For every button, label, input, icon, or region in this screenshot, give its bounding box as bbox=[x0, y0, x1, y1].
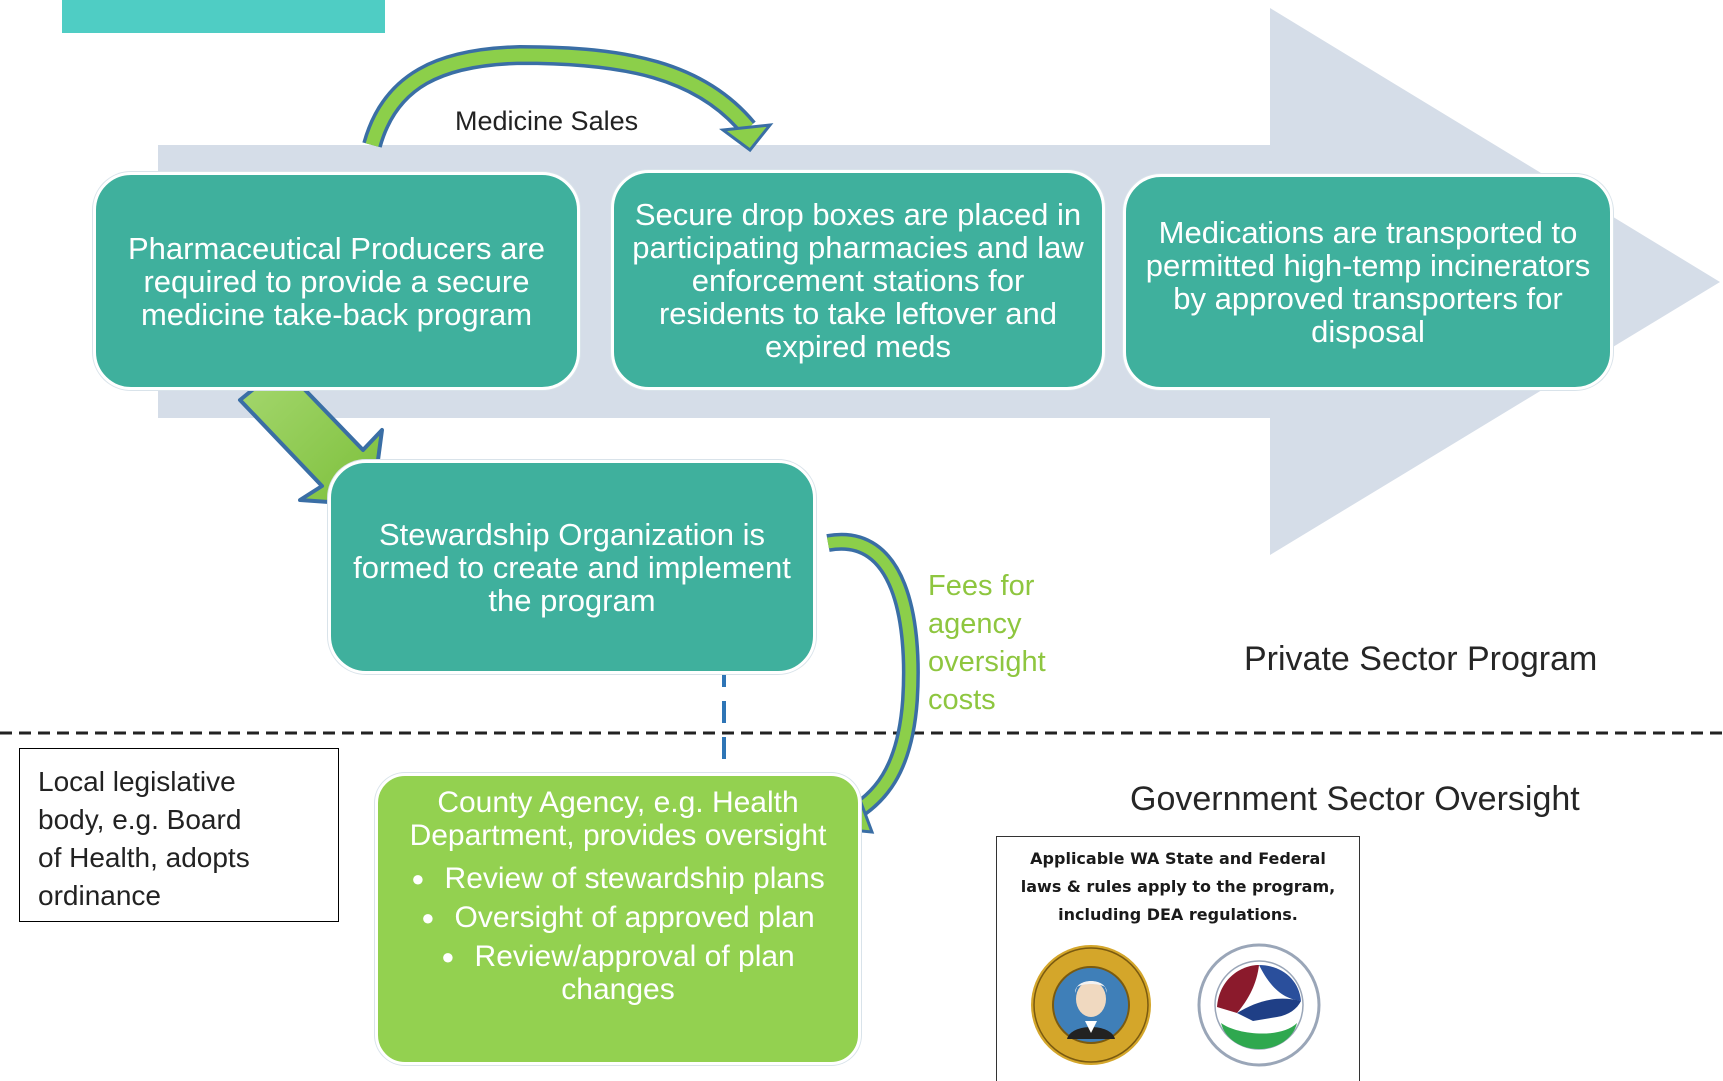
fees-label: Fees for agency oversight costs bbox=[928, 567, 1046, 719]
bullet-text: Oversight of approved plan bbox=[454, 901, 815, 934]
bullet-icon: ● bbox=[441, 944, 455, 969]
step-pharmaceutical-producers: Pharmaceutical Producers are required to… bbox=[93, 172, 580, 390]
county-agency-heading: County Agency, e.g. Health Department, p… bbox=[410, 786, 827, 852]
local-legislative-box: Local legislative body, e.g. Board of He… bbox=[19, 748, 339, 922]
laws-line: laws & rules apply to the program, bbox=[1020, 877, 1336, 896]
laws-line: including DEA regulations. bbox=[1058, 905, 1298, 924]
bullet-icon: ● bbox=[421, 905, 435, 930]
fees-line: costs bbox=[928, 684, 996, 716]
laws-text: Applicable WA State and Federal laws & r… bbox=[997, 845, 1359, 929]
dea-seal-icon bbox=[1197, 943, 1321, 1067]
legislative-line: ordinance bbox=[38, 880, 161, 911]
stewardship-text: Stewardship Organization is formed to cr… bbox=[353, 516, 791, 618]
step-1-text: Pharmaceutical Producers are required to… bbox=[128, 230, 545, 332]
step-medications-transported: Medications are transported to permitted… bbox=[1123, 174, 1613, 390]
bullet-text: Review/approval of plan bbox=[474, 940, 795, 973]
medicine-sales-arrowhead bbox=[719, 123, 774, 153]
bullet-icon: ● bbox=[411, 866, 425, 891]
bullet-text: Review of stewardship plans bbox=[444, 862, 825, 895]
legislative-line: of Health, adopts bbox=[38, 842, 250, 873]
county-agency-bullets: ● Review of stewardship plans ● Oversight … bbox=[411, 856, 824, 1012]
county-agency-box: County Agency, e.g. Health Department, p… bbox=[375, 773, 861, 1065]
bullet-item-continuation: changes bbox=[411, 973, 824, 1006]
fees-line: agency bbox=[928, 608, 1022, 640]
legislative-line: Local legislative bbox=[38, 766, 236, 797]
bullet-item: ● Review/approval of plan bbox=[411, 940, 824, 973]
step-secure-drop-boxes: Secure drop boxes are placed in particip… bbox=[611, 170, 1105, 390]
header-accent-bar bbox=[62, 0, 385, 33]
government-sector-label: Government Sector Oversight bbox=[1130, 780, 1580, 818]
stewardship-organization-box: Stewardship Organization is formed to cr… bbox=[328, 460, 816, 674]
laws-line: Applicable WA State and Federal bbox=[1030, 849, 1326, 868]
private-sector-label: Private Sector Program bbox=[1244, 640, 1598, 678]
fees-line: oversight bbox=[928, 646, 1046, 678]
legislative-line: body, e.g. Board bbox=[38, 804, 242, 835]
step-3-text: Medications are transported to permitted… bbox=[1145, 215, 1591, 349]
wa-state-seal-icon bbox=[1031, 945, 1151, 1065]
county-heading-line: Department, provides oversight bbox=[409, 819, 827, 852]
medicine-sales-label: Medicine Sales bbox=[455, 106, 639, 136]
bullet-item: ● Review of stewardship plans bbox=[411, 862, 824, 895]
county-heading-line: County Agency, e.g. Health bbox=[437, 786, 799, 819]
step-2-text: Secure drop boxes are placed in particip… bbox=[632, 196, 1084, 364]
bullet-text: changes bbox=[561, 973, 675, 1006]
fees-line: Fees for bbox=[928, 570, 1035, 602]
bullet-item: ● Oversight of approved plan bbox=[411, 901, 824, 934]
laws-box: Applicable WA State and Federal laws & r… bbox=[996, 836, 1360, 1081]
